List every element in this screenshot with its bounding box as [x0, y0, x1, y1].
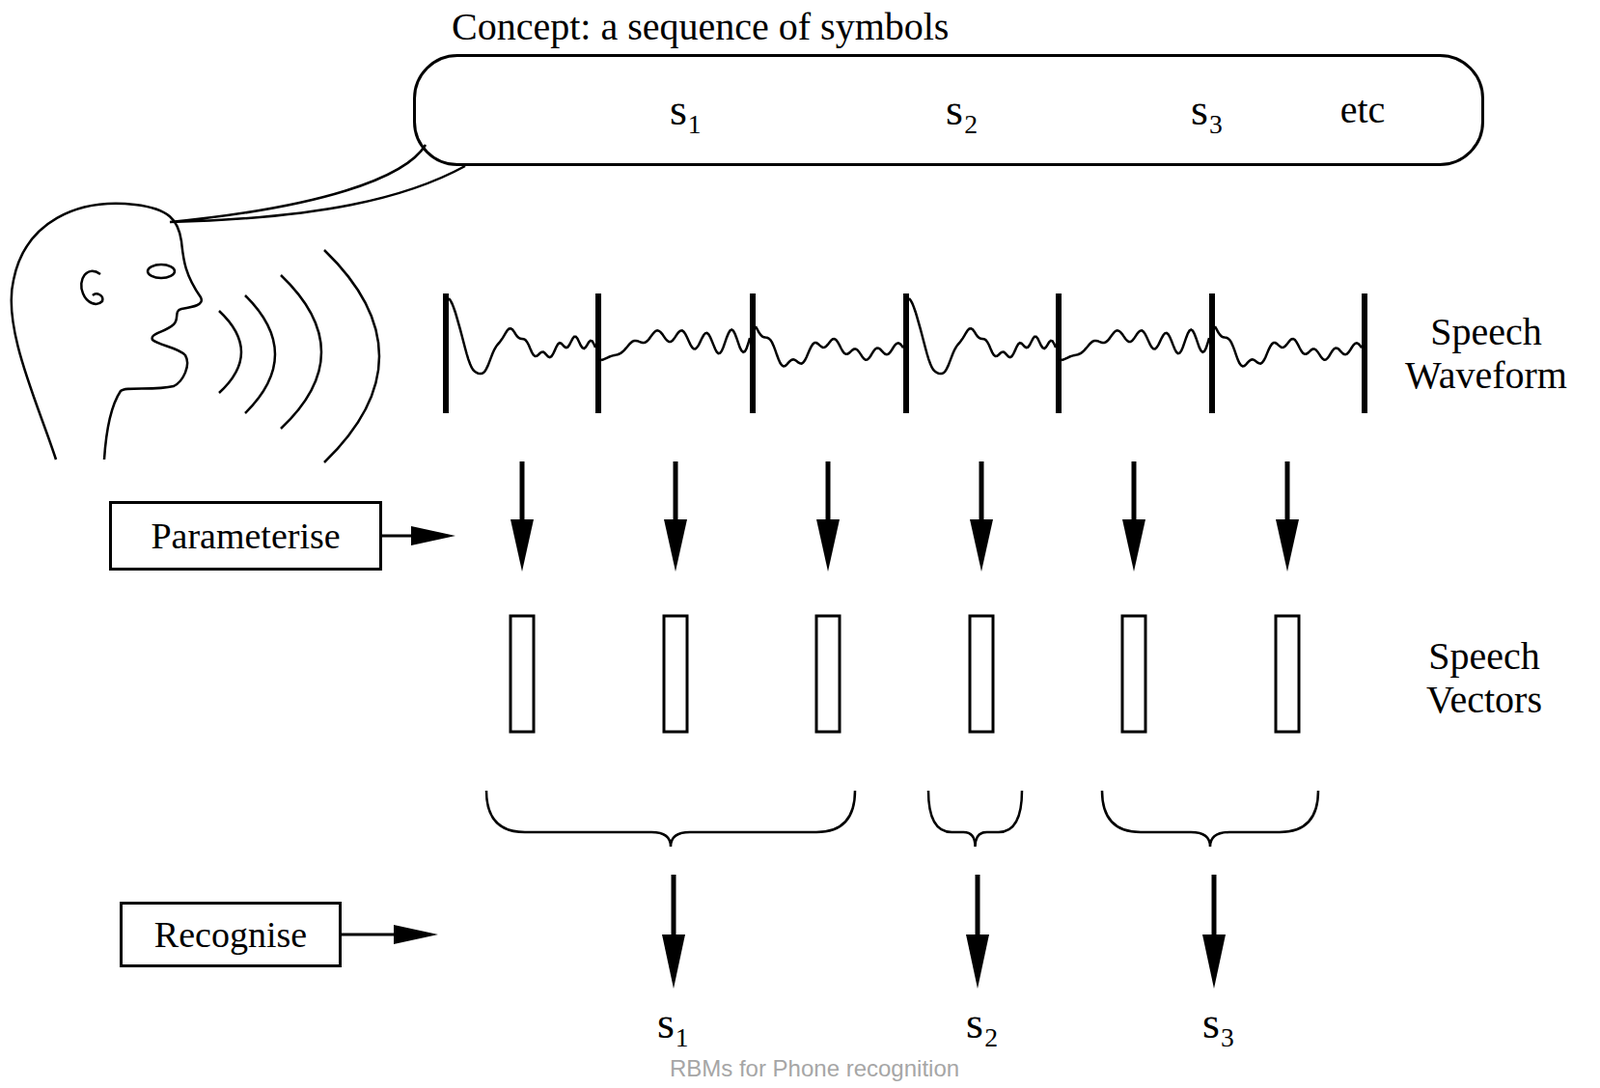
arrow-head [1122, 519, 1146, 572]
frame-boundary [1209, 293, 1215, 414]
symbol: etc [1340, 87, 1386, 133]
arrow-head [662, 934, 686, 989]
grouping-brace [486, 790, 856, 847]
down-arrow [671, 874, 677, 941]
speech-vector [663, 615, 688, 732]
sound-arc [280, 275, 322, 429]
sound-arc [219, 310, 242, 393]
frame-boundary [595, 293, 602, 414]
speech-vector [1122, 615, 1146, 732]
symbol: s₂ [945, 84, 979, 137]
arrow-head [510, 519, 534, 572]
arrow-head [411, 525, 456, 546]
row-label: Speech Vectors [1387, 634, 1581, 722]
speech-waveform [1061, 330, 1210, 361]
box-label: Parameterise [150, 514, 340, 557]
bubble-heading: Concept: a sequence of symbols [451, 4, 949, 50]
speech-vector [816, 615, 840, 732]
down-arrow [1131, 461, 1137, 526]
down-arrow [826, 461, 831, 526]
speech-waveform [909, 298, 1056, 374]
speech-bubble: Concept: a sequence of symbolss₁s₂s₃etc [413, 54, 1485, 166]
frame-boundary [1055, 293, 1062, 414]
process-box: Recognise [119, 901, 342, 967]
speech-vector [1275, 615, 1299, 732]
arrow-head [1202, 934, 1226, 989]
down-arrow [673, 461, 679, 526]
pointer-arrow [341, 933, 400, 937]
grouping-brace [928, 790, 1022, 847]
speaker-eye [147, 264, 175, 278]
frame-boundary [903, 293, 910, 414]
arrow-head [969, 519, 994, 572]
speaker-head [11, 203, 202, 460]
speech-waveform [601, 330, 750, 361]
row-label: Speech Waveform [1389, 310, 1583, 398]
arrow-head [816, 519, 840, 572]
speech-waveform [1214, 326, 1362, 366]
box-label: Recognise [154, 912, 307, 956]
down-arrow [1212, 874, 1217, 941]
down-arrow [979, 461, 985, 526]
frame-boundary [442, 293, 449, 414]
speaker-ear [81, 271, 103, 304]
speech-waveform [448, 298, 596, 374]
sound-arc [245, 295, 276, 414]
grouping-brace [1102, 790, 1319, 847]
symbol: s₁ [669, 84, 703, 137]
sound-arc [324, 249, 380, 463]
arrow-head [965, 934, 990, 989]
watermark: RBMs for Phone recognition [669, 1055, 960, 1082]
symbol: s₃ [1190, 84, 1224, 137]
down-arrow [1285, 461, 1291, 526]
speech-vector [969, 615, 994, 732]
frame-boundary [749, 293, 756, 414]
process-box: Parameterise [109, 500, 383, 571]
down-arrow [520, 461, 525, 526]
arrow-head [1275, 519, 1299, 572]
down-arrow [975, 874, 981, 941]
output-symbol: s₁ [657, 997, 690, 1049]
output-symbol: s₃ [1202, 997, 1236, 1049]
speech-vector [510, 615, 534, 732]
arrow-head [663, 519, 688, 572]
arrow-head [393, 924, 439, 944]
frame-boundary [1361, 293, 1368, 414]
speech-waveform [755, 326, 904, 366]
bubble-tail [169, 144, 466, 222]
output-symbol: s₂ [965, 997, 999, 1049]
